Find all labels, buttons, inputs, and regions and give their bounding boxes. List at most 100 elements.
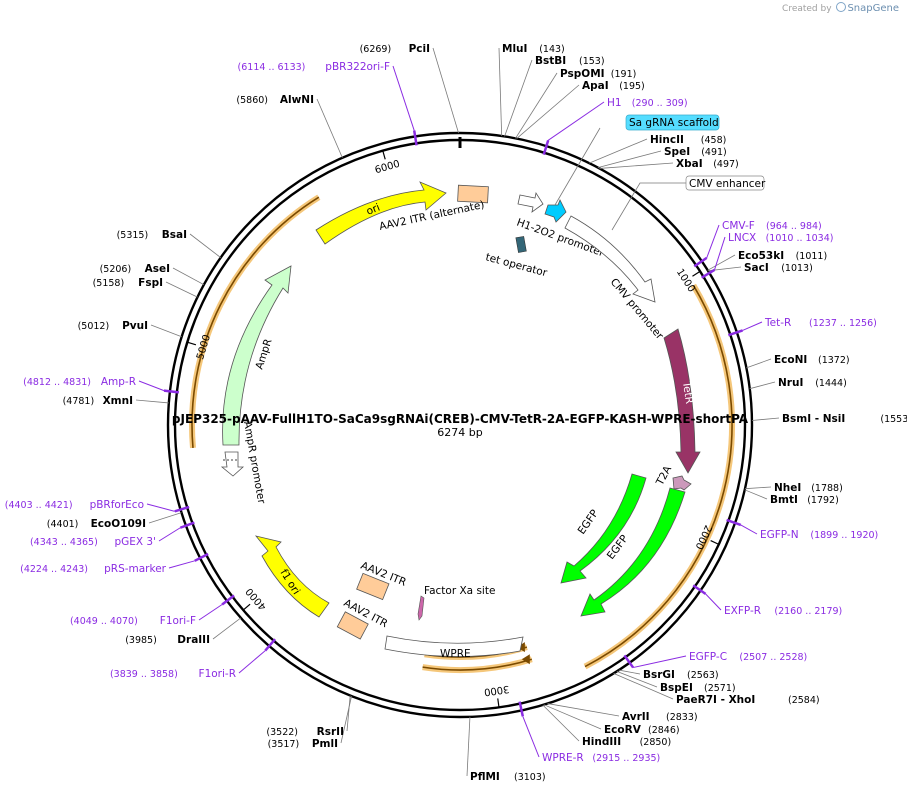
site-name: BspEI [660, 682, 693, 694]
tick-label: 1000 [674, 267, 697, 294]
site-name: DraIII [177, 634, 210, 646]
primer-leader [713, 236, 726, 271]
site-leader [744, 489, 768, 500]
site-name: NheI [774, 482, 801, 494]
orange-arc-left [191, 196, 320, 448]
site-position: (5860) [236, 95, 268, 106]
site-leader [316, 98, 343, 158]
primer-position: (6114 .. 6133) [238, 62, 306, 73]
primer-label: F1ori-F(4049 .. 4070) [70, 615, 196, 627]
site-position: (5315) [117, 230, 149, 241]
primer-mark [692, 584, 707, 595]
sa-scaffold-label: Sa gRNA scaffold [629, 117, 719, 129]
site-position: (1553) [880, 414, 907, 425]
cmv-enhancer-label: CMV enhancer [689, 178, 766, 190]
t2a-label: T2A [654, 463, 675, 488]
site-label: PvuI(5012) [78, 320, 148, 332]
site-leader [597, 150, 662, 168]
primers: pBR322ori-F(6114 .. 6133)H1(290 .. 309)C… [5, 61, 879, 764]
site-label: PaeR7I - XhoI(2584) [676, 694, 820, 706]
site-name: XmnI [103, 395, 133, 407]
site-name: BsrGI [643, 669, 675, 681]
primer-position: (4343 .. 4365) [30, 537, 98, 548]
sa-scaffold-box [625, 114, 720, 131]
credit-prefix: Created by [782, 4, 832, 14]
site-name: SacI [744, 262, 769, 274]
primer-leader [742, 321, 763, 331]
site-leader [172, 267, 205, 286]
primer-leader [198, 604, 223, 621]
site-position: (3103) [514, 772, 546, 783]
primer-position: (2507 .. 2528) [739, 652, 807, 663]
site-name: EcoRV [604, 724, 642, 736]
site-leader [212, 617, 242, 640]
tetr-label: TetR [680, 380, 695, 405]
site-label: PciI(6269) [360, 43, 430, 55]
primer-position: (4403 .. 4421) [5, 500, 73, 511]
primer-mark [194, 552, 209, 562]
primer-label: EGFP-N(1899 .. 1920) [760, 529, 878, 541]
primer-name: pRS-marker [104, 563, 167, 575]
site-name: MluI [502, 43, 527, 55]
site-leader [543, 704, 602, 730]
site-label: NruI(1444) [778, 377, 847, 389]
site-label: ApaI(195) [582, 80, 645, 92]
site-leader [589, 138, 648, 164]
site-name: NruI [778, 377, 803, 389]
ampr-promoter-label: AmpR promoter [241, 420, 267, 505]
site-label: FspI(5158) [93, 277, 163, 289]
factor-xa-label: Factor Xa site [424, 585, 495, 597]
site-name: AvrII [622, 711, 650, 723]
primer-mark [412, 130, 418, 146]
site-leader [150, 324, 182, 338]
site-leader [432, 47, 459, 134]
site-label: BstBI(153) [535, 55, 605, 67]
site-position: (491) [701, 147, 727, 158]
primer-label: CMV-F(964 .. 984) [722, 220, 822, 232]
primer-label: pGEX 3'(4343 .. 4365) [30, 536, 156, 548]
primer-name: pBRforEco [90, 499, 144, 511]
primer-name: CMV-F [722, 220, 755, 232]
primer-leader [705, 593, 722, 611]
cmv-promoter-arrow [564, 215, 656, 303]
site-label: HindIII(2850) [582, 736, 671, 748]
site-position: (4401) [47, 519, 79, 530]
site-name: EcoNI [774, 354, 807, 366]
egfp-outer-label: EGFP [576, 508, 601, 537]
f1-ori-arrow [254, 535, 330, 618]
tick-label: 4000 [244, 585, 269, 612]
tet-operator-label: tet operator [484, 251, 549, 279]
ampr-promoter-arrow [220, 451, 245, 477]
primer-name: LNCX [728, 232, 756, 244]
site-position: (1011) [796, 251, 828, 262]
site-name: FspI [138, 277, 163, 289]
h1-promoter-arrow [517, 191, 544, 213]
ori-label: ori [365, 202, 382, 218]
tick-mark [497, 698, 500, 708]
primer-leader [706, 224, 720, 259]
site-leader [616, 670, 658, 688]
site-label: NheI(1788) [774, 482, 843, 494]
site-name: BstBI [535, 55, 566, 67]
site-leader [542, 704, 580, 742]
site-name: PmlI [312, 738, 338, 750]
site-position: (3985) [125, 635, 157, 646]
site-position: (4781) [63, 396, 95, 407]
tick-label: 6000 [374, 159, 401, 176]
primer-leader [740, 524, 758, 535]
site-label: AseI(5206) [100, 263, 170, 275]
site-label: PspOMI(191) [560, 68, 636, 80]
wpre-arrow [384, 635, 524, 657]
primer-leader [158, 527, 181, 542]
primer-label: F1ori-R(3839 .. 3858) [110, 668, 236, 680]
site-leader [613, 672, 674, 700]
site-label: BmtI(1792) [770, 494, 839, 506]
snapgene-logo-icon [836, 2, 847, 12]
site-leader [618, 669, 641, 675]
primer-name: pBR322ori-F [325, 61, 390, 73]
site-leader [135, 399, 169, 404]
ampr-arrow [222, 265, 292, 446]
site-leader [751, 417, 780, 421]
tick-mark [710, 540, 720, 545]
site-leader [165, 281, 198, 298]
